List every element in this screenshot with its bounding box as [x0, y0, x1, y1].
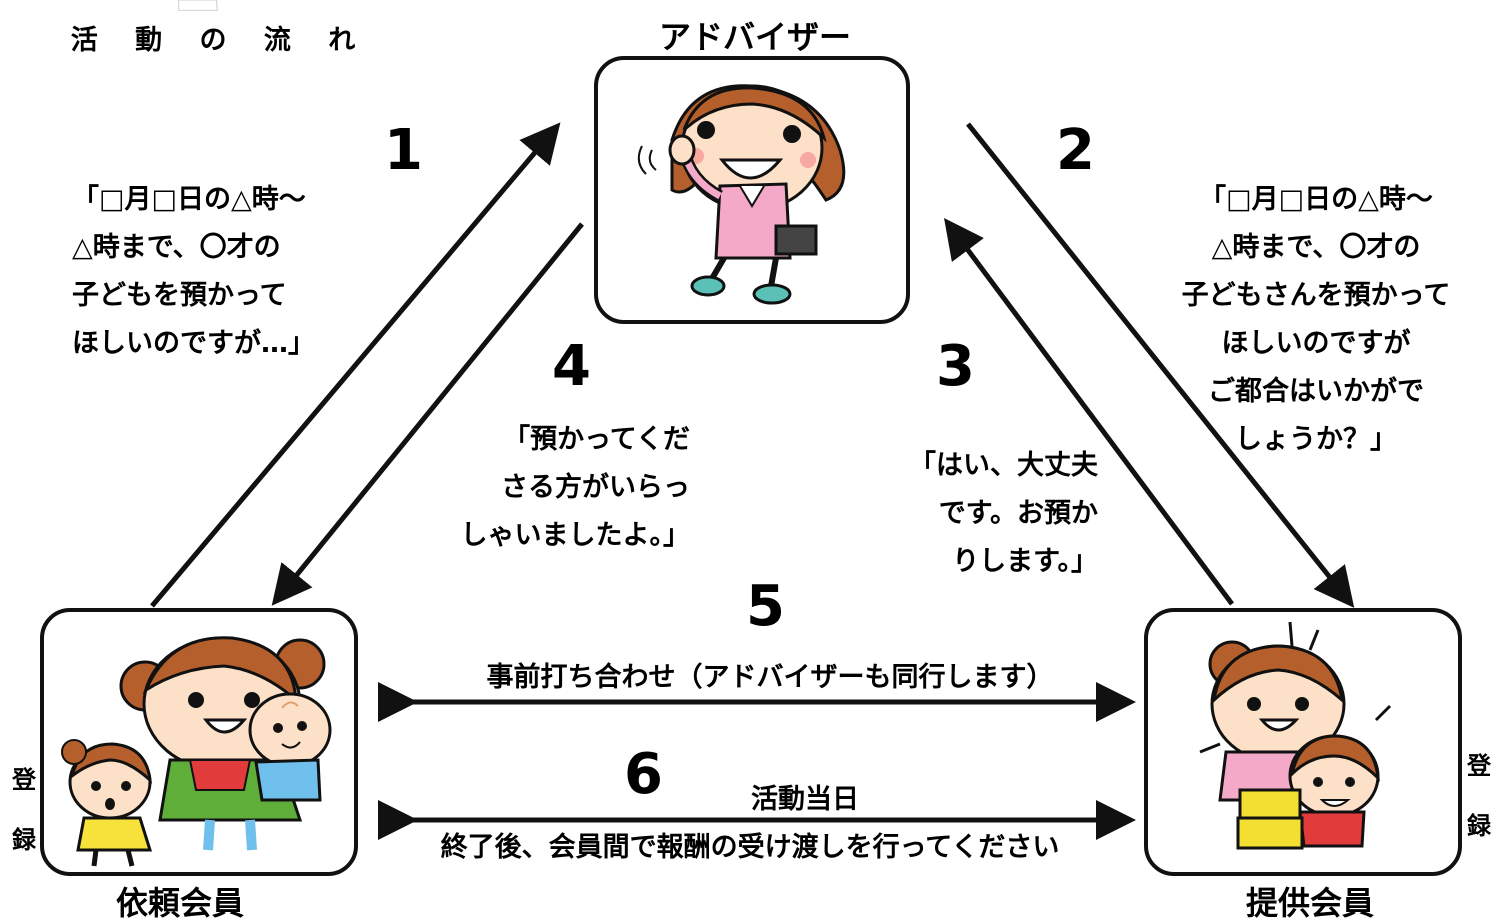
- arrow-step-3: [944, 217, 1235, 606]
- step-number-2: 2: [1056, 118, 1095, 183]
- step-number-5: 5: [746, 574, 785, 639]
- step-number-4: 4: [552, 334, 591, 399]
- step-message-5: 事前打ち合わせ（アドバイザーも同行します）: [486, 662, 1054, 693]
- step-message-2: 「□月□日の△時～ △時まで、〇才の 子どもさんを預かって ほしいのですが ご都…: [1181, 184, 1451, 455]
- arrow-step-2: [966, 122, 1355, 608]
- arrow-step-1: [150, 122, 561, 608]
- step-message-3: 「はい、大丈夫 です。お預か りします。」: [909, 450, 1098, 577]
- step-message-4: 「預かってくだ さる方がいらっ しゃいましたよ。」: [460, 424, 691, 551]
- step-message-1: 「□月□日の△時～ △時まで、〇才の 子どもを預かって ほしいのですが…」: [72, 184, 315, 359]
- step-number-6: 6: [624, 742, 663, 807]
- step-number-1: 1: [384, 118, 423, 183]
- provider-illustration: [1199, 621, 1392, 850]
- arrow-step-4: [271, 222, 584, 606]
- page-title: 活 動 の 流 れ: [70, 25, 370, 56]
- requester-illustration: [61, 636, 332, 867]
- step-message-6: 活動当日: [751, 784, 859, 815]
- requester-label: 依頼会員: [115, 884, 244, 922]
- advisor-label: アドバイザー: [658, 18, 851, 56]
- provider-label: 提供会員: [1245, 884, 1374, 922]
- advisor-illustration: [637, 84, 846, 305]
- step-number-3: 3: [936, 334, 975, 399]
- title-card: [178, 0, 219, 11]
- provider-registration-label: 登 録: [1467, 752, 1491, 840]
- step-sub-message-6: 終了後、会員間で報酬の受け渡しを行ってください: [440, 832, 1060, 863]
- requester-registration-label: 登 録: [12, 766, 36, 854]
